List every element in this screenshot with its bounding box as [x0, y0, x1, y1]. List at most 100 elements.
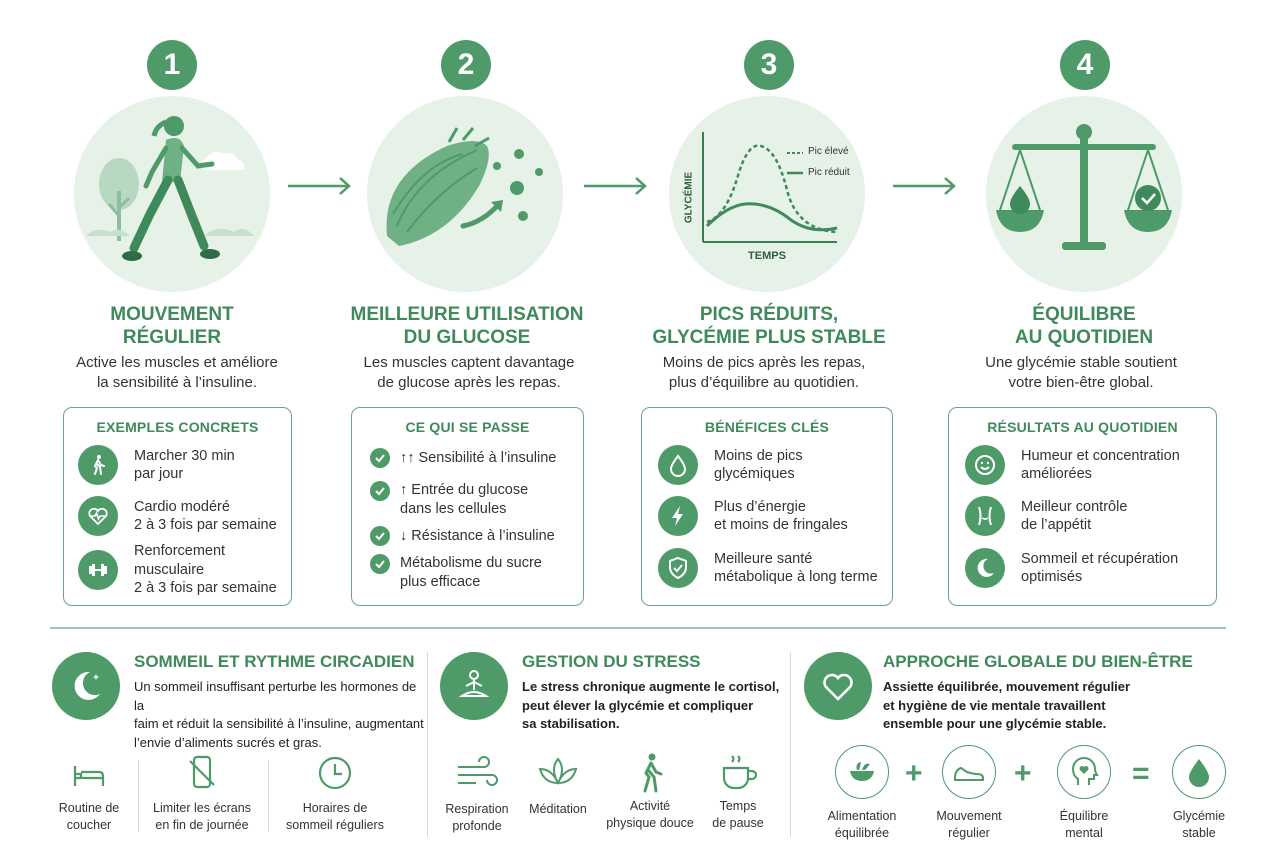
equals-sign: = — [1132, 757, 1150, 790]
moon-icon — [965, 548, 1005, 588]
heart-pulse-icon — [78, 496, 118, 536]
meditation-person-icon — [440, 652, 508, 720]
walking-illustration — [74, 96, 270, 292]
plus-sign: + — [1014, 757, 1032, 790]
muscle-illustration — [367, 96, 563, 292]
section-divider — [50, 627, 1226, 629]
step-number-3: 3 — [744, 40, 794, 90]
arrow-right-icon — [288, 177, 351, 195]
glucose-graph-illustration: GLYCÉMIE TEMPS Pic élevé Pic réduit — [669, 96, 865, 292]
dumbbell-icon — [78, 549, 118, 590]
balance-illustration — [986, 96, 1182, 292]
lotus-icon — [538, 757, 578, 786]
arrow-right-icon — [893, 177, 956, 195]
legend-high-peak: Pic élevé — [808, 146, 849, 157]
balance-scale-icon — [996, 124, 1172, 250]
muscle-glucose-icon — [386, 127, 543, 246]
column-divider — [427, 652, 428, 837]
check-icon — [370, 448, 390, 468]
walking-icon — [643, 753, 663, 793]
bed-icon — [73, 766, 105, 786]
walking-person-icon — [86, 116, 254, 261]
graph-y-label: GLYCÉMIE — [683, 171, 695, 224]
tip-meditation: Méditation — [498, 755, 618, 818]
drop-icon — [658, 445, 698, 485]
waist-icon — [965, 496, 1005, 536]
drop-icon — [1172, 745, 1226, 799]
what-happens-box: CE QUI SE PASSE ↑↑ Sensibilité à l’insul… — [351, 407, 584, 606]
check-icon — [370, 526, 390, 546]
phone-off-icon — [189, 755, 215, 789]
step-number-4: 4 — [1060, 40, 1110, 90]
shield-check-icon — [658, 548, 698, 588]
column-divider — [790, 652, 791, 837]
step-number-1: 1 — [147, 40, 197, 90]
step-3-description: Moins de pics après les repas,plus d’équ… — [662, 354, 866, 391]
box-title: CE QUI SE PASSE — [405, 419, 530, 435]
legend-reduced-peak: Pic réduit — [808, 167, 850, 178]
check-icon — [370, 481, 390, 501]
box-title: EXEMPLES CONCRETS — [96, 419, 259, 435]
box-title: BÉNÉFICES CLÉS — [704, 419, 830, 435]
smile-icon — [965, 445, 1005, 485]
walking-icon — [78, 445, 118, 485]
arrow-right-icon — [584, 177, 647, 195]
stress-title: GESTION DU STRESS — [522, 652, 701, 671]
head-heart-icon — [1057, 745, 1111, 799]
graph-x-label: TEMPS — [748, 250, 786, 262]
wind-icon — [458, 756, 498, 786]
glucose-curve-chart — [702, 132, 838, 243]
sneaker-icon — [942, 745, 996, 799]
salad-bowl-icon — [835, 745, 889, 799]
list-item: ↑↑ Sensibilité à l’insuline — [370, 448, 556, 468]
heart-icon — [804, 652, 872, 720]
tip-divider — [268, 760, 269, 832]
daily-results-box: RÉSULTATS AU QUOTIDIEN Humeur et concent… — [948, 407, 1217, 606]
moon-stars-icon — [52, 652, 120, 720]
sleep-description: Un sommeil insuffisant perturbe les horm… — [134, 679, 424, 750]
stress-description: Le stress chronique augmente le cortisol… — [522, 679, 780, 731]
plus-sign: + — [905, 757, 923, 790]
tip-divider — [138, 760, 139, 832]
step-3-title: PICS RÉDUITS,GLYCÉMIE PLUS STABLE — [652, 304, 886, 348]
check-icon — [370, 554, 390, 574]
list-item: ↓ Résistance à l’insuline — [370, 526, 555, 546]
sleep-title: SOMMEIL ET RYTHME CIRCADIEN — [134, 652, 415, 671]
clock-icon — [318, 756, 352, 790]
global-title: APPROCHE GLOBALE DU BIEN-ÊTRE — [883, 652, 1193, 671]
lightning-icon — [658, 496, 698, 536]
box-title: RÉSULTATS AU QUOTIDIEN — [987, 419, 1178, 435]
step-number-2: 2 — [441, 40, 491, 90]
coffee-cup-icon — [722, 755, 758, 790]
